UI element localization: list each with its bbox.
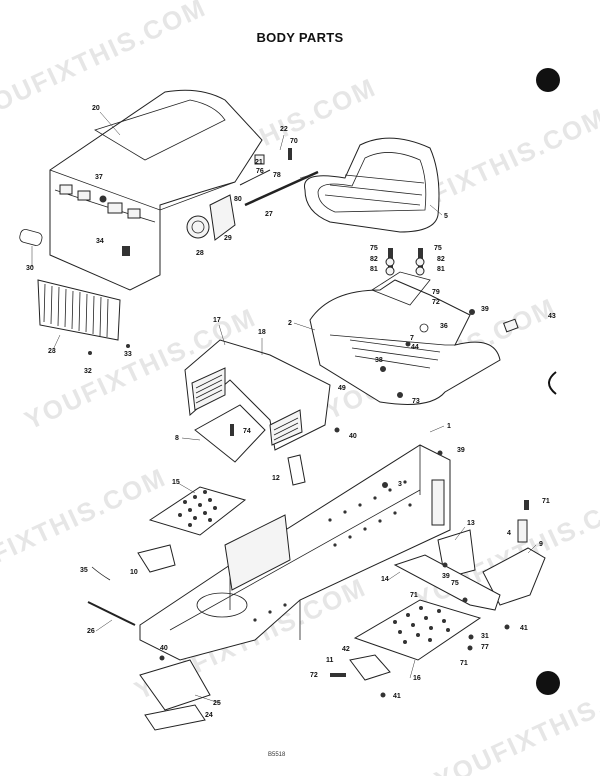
callout-number: 71 — [542, 498, 550, 505]
callout-number: 18 — [258, 329, 266, 336]
callout-number: 73 — [412, 398, 420, 405]
callout-number: 71 — [460, 660, 468, 667]
callout-number: 75 — [370, 245, 378, 252]
callout-number: 36 — [440, 323, 448, 330]
footrest-lower-part — [353, 599, 482, 661]
callout-number: 35 — [80, 567, 88, 574]
watermark: YOUFIXTHIS.COM — [0, 462, 171, 596]
callout-number: 23 — [48, 348, 56, 355]
callout-number: 26 — [87, 628, 95, 635]
callout-number: 27 — [265, 211, 273, 218]
binder-mark — [548, 371, 557, 395]
callout-number: 12 — [272, 475, 280, 482]
callout-number: 25 — [213, 700, 221, 707]
callout-number: 70 — [290, 138, 298, 145]
callout-number: 9 — [539, 541, 543, 548]
chassis-frame-part — [139, 444, 451, 661]
reflector-part — [503, 318, 519, 333]
binder-hole — [536, 671, 560, 695]
footrest-left-part — [148, 486, 247, 536]
callout-number: 15 — [172, 479, 180, 486]
callout-number: 20 — [92, 105, 100, 112]
callout-number: 21 — [255, 159, 263, 166]
grille-part — [37, 279, 121, 341]
callout-number: 81 — [370, 266, 378, 273]
callout-number: 29 — [224, 235, 232, 242]
support-bracket-part — [194, 404, 266, 463]
callout-number: 75 — [451, 580, 459, 587]
callout-number: 43 — [548, 313, 556, 320]
callout-number: 72 — [310, 672, 318, 679]
callout-number: 8 — [175, 435, 179, 442]
callout-number: 13 — [467, 520, 475, 527]
hinge-rod-part — [239, 148, 319, 207]
brake-rod-part — [87, 566, 136, 626]
callout-number: 41 — [520, 625, 528, 632]
lower-plate-part — [139, 659, 211, 731]
callout-number: 79 — [432, 289, 440, 296]
callout-number: 74 — [243, 428, 251, 435]
fasteners — [88, 309, 510, 698]
callout-number: 72 — [432, 299, 440, 306]
callout-number: 39 — [457, 447, 465, 454]
callout-number: 2 — [288, 320, 292, 327]
figure-code: B5518 — [268, 752, 286, 758]
support-rail-part — [393, 554, 501, 611]
callout-number: 30 — [26, 265, 34, 272]
page-title: BODY PARTS — [256, 30, 344, 45]
dash-panel-part — [184, 339, 331, 451]
callout-number: 3 — [398, 481, 402, 488]
lower-bracket-part — [330, 654, 391, 681]
callout-number: 34 — [96, 238, 104, 245]
callout-number: 7 — [410, 335, 414, 342]
strap-part — [287, 454, 306, 486]
callout-number: 75 — [434, 245, 442, 252]
callout-number: 81 — [437, 266, 445, 273]
callout-number: 44 — [411, 344, 419, 351]
callout-number: 24 — [205, 712, 213, 719]
leader-lines — [31, 111, 537, 704]
callout-number: 10 — [130, 569, 138, 576]
callout-number: 42 — [342, 646, 350, 653]
callout-number: 28 — [196, 250, 204, 257]
callout-number: 41 — [393, 693, 401, 700]
callout-number: 32 — [84, 368, 92, 375]
pedal-bracket-part — [137, 544, 176, 573]
callout-number: 17 — [213, 317, 221, 324]
callout-number: 16 — [413, 675, 421, 682]
callout-number: 40 — [349, 433, 357, 440]
fender-part — [309, 271, 501, 405]
callout-number: 80 — [234, 196, 242, 203]
callout-number: 40 — [160, 645, 168, 652]
callout-number: 77 — [481, 644, 489, 651]
callout-number: 14 — [381, 576, 389, 583]
callout-number: 49 — [338, 385, 346, 392]
callout-number: 78 — [273, 172, 281, 179]
emblem-part — [19, 229, 43, 246]
callout-number: 11 — [326, 657, 334, 664]
callout-number: 82 — [437, 256, 445, 263]
callout-number: 31 — [481, 633, 489, 640]
headlight-part — [186, 194, 236, 241]
hood-part — [49, 89, 263, 291]
callout-number: 1 — [447, 423, 451, 430]
callout-number: 82 — [370, 256, 378, 263]
seat-hardware — [385, 248, 425, 276]
callout-number: 4 — [507, 530, 511, 537]
callout-number: 76 — [256, 168, 264, 175]
watermark: YOUFIXTHIS.COM — [430, 662, 600, 776]
callout-number: 22 — [280, 126, 288, 133]
pin-part — [517, 500, 529, 543]
callout-number: 71 — [410, 592, 418, 599]
callout-number: 33 — [124, 351, 132, 358]
callout-number: 37 — [95, 174, 103, 181]
callout-number: 38 — [375, 357, 383, 364]
binder-hole — [536, 68, 560, 92]
callout-number: 39 — [442, 573, 450, 580]
callout-number: 5 — [444, 213, 448, 220]
seat-part — [304, 137, 440, 233]
callout-number: 39 — [481, 306, 489, 313]
